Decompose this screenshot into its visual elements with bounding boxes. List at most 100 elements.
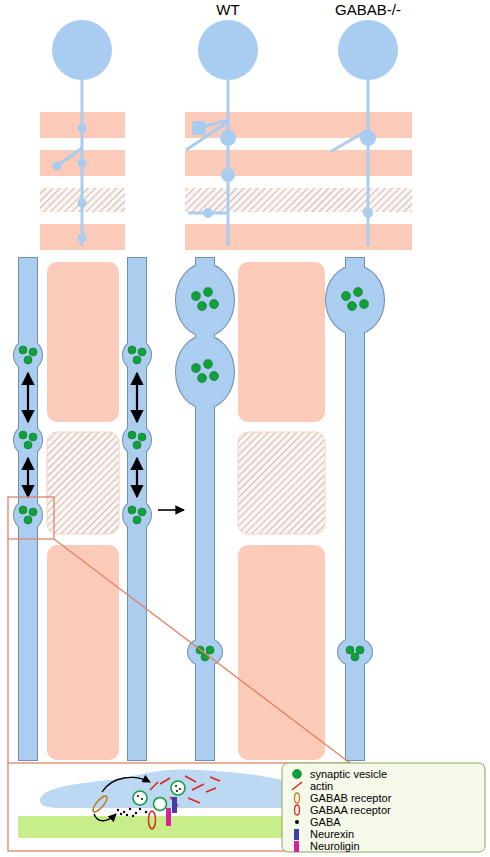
legend-label: synaptic vesicle xyxy=(310,768,387,780)
synaptic-vesicle xyxy=(204,360,213,369)
synapse-inset xyxy=(102,777,150,792)
layer-columns xyxy=(47,545,119,760)
synaptic-vesicle xyxy=(29,508,37,516)
layer-bands xyxy=(40,112,412,250)
synaptic-vesicle xyxy=(360,300,369,309)
zoom-frame xyxy=(8,763,350,851)
axon xyxy=(14,258,384,760)
synaptic-vesicle xyxy=(19,431,27,439)
layer-bands xyxy=(185,150,412,176)
synaptic-vesicle xyxy=(128,346,136,354)
legend-sample xyxy=(292,770,302,825)
synaptic-vesicle xyxy=(138,508,146,516)
neuron xyxy=(227,78,230,246)
layer-bands xyxy=(185,188,412,212)
synapse-inset xyxy=(123,811,125,813)
legend-swatch xyxy=(294,829,299,840)
group-label: WT xyxy=(216,1,239,19)
transport-arrow xyxy=(27,373,29,422)
group-label: GABAB-/- xyxy=(335,1,401,19)
synapse-inset xyxy=(166,808,171,826)
synaptic-vesicle xyxy=(192,292,201,301)
synaptic-vesicle xyxy=(138,433,146,441)
synaptic-vesicle xyxy=(133,441,141,449)
synapse-inset xyxy=(171,781,185,795)
layer-columns xyxy=(238,262,325,422)
legend-sample xyxy=(293,770,302,779)
synaptic-vesicle xyxy=(351,653,359,661)
layer-bands xyxy=(185,224,412,250)
transport-arrow xyxy=(136,373,138,422)
synaptic-vesicle xyxy=(348,302,357,311)
neuron xyxy=(367,78,370,246)
synaptic-vesicle xyxy=(342,292,351,301)
synapse-inset xyxy=(117,785,181,817)
bouton xyxy=(221,168,235,182)
legend-frame xyxy=(282,763,485,852)
bouton xyxy=(53,121,377,243)
synapse-inset xyxy=(176,790,178,792)
synapse-inset xyxy=(175,785,177,787)
bouton xyxy=(78,234,87,243)
synapse-inset xyxy=(94,814,116,821)
transport-arrow xyxy=(28,373,184,510)
synaptic-vesicle xyxy=(346,646,354,654)
synapse-inset xyxy=(117,809,119,811)
synapse-inset xyxy=(185,776,196,782)
bouton xyxy=(220,130,236,146)
zoom-frame xyxy=(8,497,54,539)
bouton xyxy=(363,208,373,218)
neuron xyxy=(57,78,368,246)
soma xyxy=(52,20,112,80)
synapse-inset xyxy=(210,777,220,781)
soma xyxy=(52,20,398,80)
legend-label: GABAB receptor xyxy=(310,792,391,804)
synaptic-vesicle xyxy=(19,288,369,662)
synapse-inset xyxy=(206,788,216,792)
layer-columns xyxy=(47,262,119,422)
bouton xyxy=(192,121,206,135)
synapse-inset xyxy=(154,798,167,811)
transport-arrow xyxy=(136,458,138,497)
synaptic-vesicle xyxy=(128,506,136,514)
synaptic-vesicle xyxy=(204,288,213,297)
bouton xyxy=(78,124,87,133)
synapse-inset xyxy=(133,781,185,811)
synapse-inset xyxy=(192,784,204,790)
synaptic-vesicle xyxy=(133,356,141,364)
layer-columns xyxy=(238,432,325,534)
synaptic-vesicle xyxy=(138,348,146,356)
layer-columns xyxy=(47,432,119,534)
legend-label: actin xyxy=(310,780,333,792)
synapse-inset xyxy=(91,794,109,814)
synaptic-vesicle xyxy=(19,506,27,514)
synapse-inset xyxy=(129,808,131,810)
legend-frame xyxy=(282,763,485,852)
synapse-inset xyxy=(133,791,147,805)
legend-sample xyxy=(292,782,302,790)
synaptic-vesicle xyxy=(206,646,214,654)
synaptic-vesicle xyxy=(210,372,219,381)
bouton xyxy=(203,208,213,218)
synaptic-vesicle xyxy=(29,433,37,441)
synaptic-vesicle xyxy=(198,302,207,311)
bouton xyxy=(78,159,87,168)
zoom-frame xyxy=(7,539,8,763)
legend-label: GABAA receptor xyxy=(310,804,391,816)
layer-columns xyxy=(47,262,325,760)
synaptic-vesicle xyxy=(354,288,363,297)
synaptic-vesicle xyxy=(24,516,32,524)
synaptic-vesicle xyxy=(24,356,32,364)
synaptic-vesicle xyxy=(29,348,37,356)
layer-bands xyxy=(185,112,412,138)
synapse-inset xyxy=(179,788,181,790)
synaptic-vesicle xyxy=(24,441,32,449)
layer-columns xyxy=(238,545,325,760)
synaptic-vesicle xyxy=(210,300,219,309)
synapse-inset xyxy=(149,811,156,829)
transport-arrow xyxy=(27,458,29,497)
synaptic-vesicle xyxy=(356,646,364,654)
transport-arrow xyxy=(158,509,184,511)
